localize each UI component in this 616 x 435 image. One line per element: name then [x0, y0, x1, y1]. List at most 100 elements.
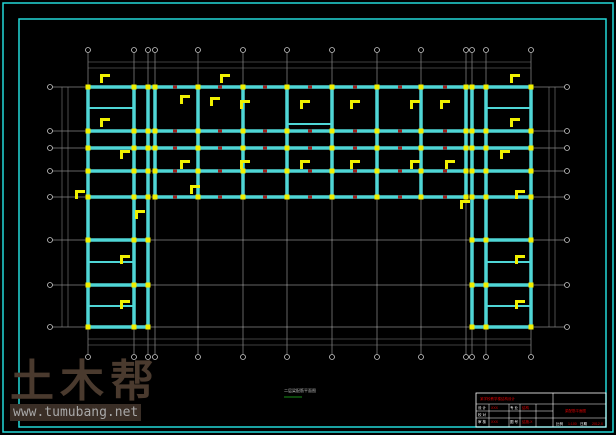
grid-bubble — [528, 354, 534, 360]
beam-marker — [263, 195, 267, 199]
column — [463, 145, 469, 151]
grid-bubble — [47, 237, 53, 243]
column — [418, 84, 424, 90]
column — [469, 324, 475, 330]
inner-border — [18, 18, 607, 428]
rebar-annotation — [75, 190, 78, 199]
rebar-annotation — [440, 100, 450, 103]
column — [483, 145, 489, 151]
beam-marker — [173, 85, 177, 89]
column — [131, 282, 137, 288]
beam-marker — [263, 169, 267, 173]
column — [145, 324, 151, 330]
rebar-annotation — [120, 255, 123, 264]
grid-bubble — [483, 47, 489, 53]
column — [240, 168, 246, 174]
rebar-annotation — [240, 160, 243, 169]
beam-marker — [173, 146, 177, 150]
column — [329, 145, 335, 151]
beam-marker — [263, 146, 267, 150]
rebar-annotation — [180, 160, 190, 163]
grid-bubble — [284, 47, 290, 53]
title-block-footer: 比例 — [556, 421, 564, 426]
column — [284, 128, 290, 134]
rebar-annotation — [210, 97, 213, 106]
grid-bubble — [47, 145, 53, 151]
rebar-annotation — [300, 100, 303, 109]
column — [469, 194, 475, 200]
column — [483, 84, 489, 90]
grid-bubble — [329, 354, 335, 360]
column — [329, 84, 335, 90]
column — [528, 194, 534, 200]
grid-bubble — [564, 282, 570, 288]
beam-marker — [218, 146, 222, 150]
rebar-annotation — [300, 160, 303, 169]
column — [469, 84, 475, 90]
grid-bubble — [145, 354, 151, 360]
column — [483, 194, 489, 200]
grid-bubble — [469, 354, 475, 360]
column — [131, 324, 137, 330]
grid-bubble — [374, 47, 380, 53]
rebar-annotation — [240, 160, 250, 163]
grid-bubble — [195, 47, 201, 53]
column — [195, 168, 201, 174]
rebar-annotation — [515, 190, 525, 193]
grid-bubble — [47, 84, 53, 90]
rebar-annotation — [510, 118, 520, 121]
grid-bubble — [47, 128, 53, 134]
rebar-annotation — [300, 160, 310, 163]
grid-bubble — [483, 354, 489, 360]
beam-marker — [173, 195, 177, 199]
column — [131, 194, 137, 200]
rebar-annotation — [350, 100, 360, 103]
rebar-annotation — [410, 100, 413, 109]
grid-bubble — [240, 354, 246, 360]
title-block-cell: 审 核 — [478, 419, 486, 424]
column — [469, 168, 475, 174]
grid-bubble — [329, 47, 335, 53]
beam-marker — [263, 129, 267, 133]
beam-marker — [443, 169, 447, 173]
column — [85, 168, 91, 174]
beam-marker — [398, 169, 402, 173]
rebar-annotation — [515, 255, 518, 264]
column — [463, 128, 469, 134]
grid-bubble — [85, 354, 91, 360]
column — [528, 168, 534, 174]
rebar-annotation — [120, 300, 123, 309]
column — [374, 128, 380, 134]
rebar-annotation — [515, 300, 518, 309]
beam-marker — [263, 85, 267, 89]
beam-marker — [353, 129, 357, 133]
grid-bubble — [469, 47, 475, 53]
column — [418, 168, 424, 174]
column — [195, 84, 201, 90]
beam-marker — [398, 195, 402, 199]
title-block — [475, 392, 607, 428]
column — [418, 194, 424, 200]
grid-bubble — [564, 194, 570, 200]
grid-bubble — [463, 47, 469, 53]
drawing-caption: 二层梁配筋平面图 — [284, 388, 316, 393]
column — [145, 237, 151, 243]
rebar-annotation — [190, 185, 200, 188]
grid-bubble — [145, 47, 151, 53]
grid-bubble — [564, 128, 570, 134]
beam-marker — [173, 169, 177, 173]
grid-bubble — [131, 354, 137, 360]
rebar-annotation — [120, 300, 130, 303]
column — [284, 84, 290, 90]
rebar-annotation — [410, 160, 413, 169]
rebar-annotation — [135, 210, 138, 219]
column — [463, 168, 469, 174]
rebar-annotation — [460, 200, 463, 209]
rebar-annotation — [210, 97, 220, 100]
column — [469, 237, 475, 243]
rebar-annotation — [120, 150, 130, 153]
grid-bubble — [284, 354, 290, 360]
beam-marker — [218, 169, 222, 173]
